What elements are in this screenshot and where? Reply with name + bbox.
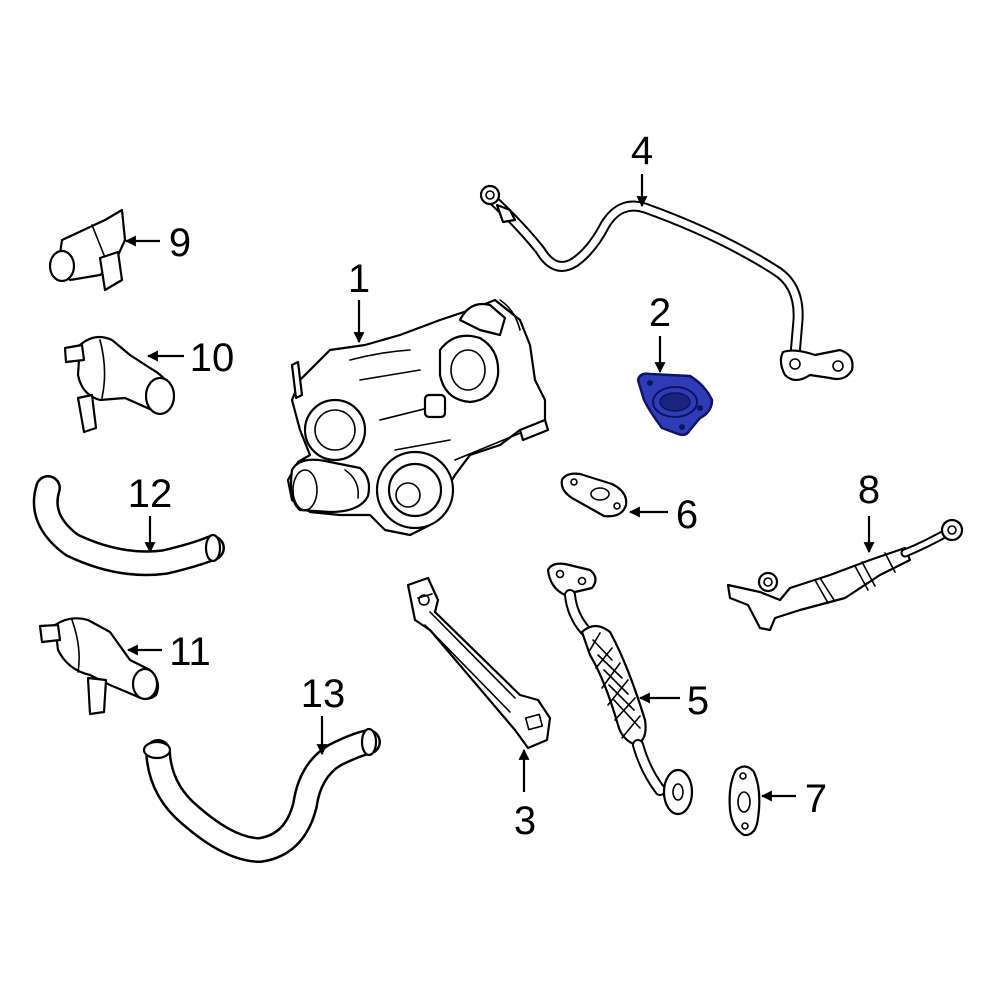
- callout-10[interactable]: 10: [190, 336, 235, 380]
- callout-12[interactable]: 12: [128, 472, 173, 516]
- part-11-valve[interactable]: [38, 617, 160, 716]
- callout-2[interactable]: 2: [649, 291, 671, 335]
- callout-9[interactable]: 9: [169, 221, 191, 265]
- part-7-gasket[interactable]: [728, 765, 761, 837]
- part-3-bracket[interactable]: [406, 576, 552, 750]
- callout-arrows: [124, 174, 875, 802]
- part-12-hose[interactable]: [32, 475, 225, 577]
- callout-6[interactable]: 6: [676, 493, 698, 537]
- part-2-gasket[interactable]: [636, 372, 714, 437]
- callout-4[interactable]: 4: [631, 129, 653, 173]
- part-13-hose[interactable]: [142, 727, 381, 863]
- part-4-oil-feed-pipe[interactable]: [479, 184, 854, 382]
- part-1-turbocharger[interactable]: [286, 298, 550, 537]
- part-5-oil-return-hose[interactable]: [546, 562, 694, 816]
- part-10-valve[interactable]: [63, 335, 176, 434]
- callout-11[interactable]: 11: [169, 630, 211, 674]
- callout-7[interactable]: 7: [805, 777, 827, 821]
- callout-3[interactable]: 3: [514, 799, 536, 843]
- callout-1[interactable]: 1: [348, 257, 370, 301]
- callout-5[interactable]: 5: [687, 679, 709, 723]
- part-9-connector[interactable]: [48, 208, 127, 292]
- callout-labels: 1 2 3 4 5 6 7 8 9 10 11 12 13: [128, 129, 880, 843]
- part-6-gasket[interactable]: [560, 472, 628, 518]
- part-8-coolant-pipe[interactable]: [726, 518, 964, 632]
- callout-8[interactable]: 8: [858, 468, 880, 512]
- callout-13[interactable]: 13: [301, 672, 346, 716]
